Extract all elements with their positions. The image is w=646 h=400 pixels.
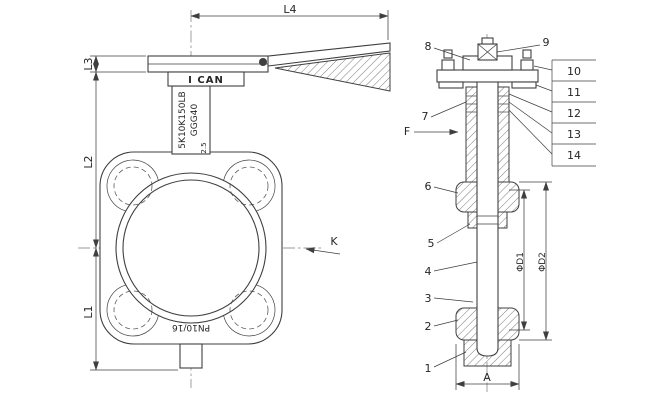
bolt-hole: [229, 166, 269, 206]
washer-right: [511, 81, 537, 89]
stem-tab: [481, 37, 494, 45]
lever-pivot: [259, 58, 267, 66]
dim-D1-label: ΦD1: [516, 252, 526, 272]
dim-L4-label: L4: [283, 3, 296, 16]
bolt-left: [441, 59, 455, 71]
callout-11: 11: [567, 86, 581, 99]
callout-10: 10: [567, 65, 581, 78]
valve-neck: 5K10K150LB GGG40 2.5: [171, 85, 211, 155]
top-assembly: [436, 37, 539, 89]
dim-L3-label: L3: [82, 57, 95, 70]
front-view: 5K10K150LB GGG40 2.5 PN10/16 I CAN L4: [78, 3, 391, 388]
callout-7: 7: [422, 110, 429, 123]
bolt-right-nut: [522, 49, 532, 59]
upper-tube-wall-right: [497, 86, 510, 183]
callout-9: 9: [543, 36, 550, 49]
dim-D2-label: ΦD2: [538, 252, 548, 272]
callout-12: 12: [567, 107, 581, 120]
washer-left: [438, 81, 464, 89]
dim-A-label: A: [483, 371, 491, 384]
callout-2: 2: [425, 320, 432, 333]
lever-grip: [274, 52, 391, 92]
bolt-hole: [113, 166, 153, 206]
bottom-boss: [179, 343, 203, 369]
callout-numbers: 8 9 7 6 5 4 3 2 1: [422, 36, 550, 375]
marking-material: GGG40: [190, 104, 200, 137]
gland-plate: [436, 69, 539, 83]
stem-shaft: [466, 61, 509, 357]
marking-pn: PN10/16: [172, 322, 210, 332]
marking-spec: 5K10K150LB: [178, 91, 188, 148]
valve-body: [99, 151, 283, 369]
lever-assembly: I CAN: [147, 42, 391, 92]
dim-L2-label: L2: [82, 155, 95, 168]
front-dimensions: L4 L3 L2 L1 K: [82, 3, 389, 371]
upper-tube-wall-left: [465, 86, 478, 183]
callout-5: 5: [428, 237, 435, 250]
bore-outer: [115, 172, 267, 324]
dim-F-label: F: [404, 125, 410, 138]
bolt-left-nut: [443, 49, 453, 59]
callout-13: 13: [567, 128, 581, 141]
bolt-hole: [229, 290, 269, 330]
dim-K-label: K: [330, 235, 338, 248]
nameplate: [167, 71, 245, 87]
callout-1: 1: [425, 362, 432, 375]
dim-L1-label: L1: [82, 305, 95, 318]
bolt-hole: [113, 290, 153, 330]
bore-inner: [122, 179, 260, 317]
section-dimensions: ΦD1 ΦD2 A F: [404, 125, 552, 390]
section-view: ΦD1 ΦD2 A F: [404, 34, 596, 392]
callout-6: 6: [425, 180, 432, 193]
parts-table: 10 11 12 13 14: [551, 59, 596, 167]
callout-3: 3: [425, 292, 432, 305]
callout-14: 14: [567, 149, 581, 162]
bolt-right: [520, 59, 534, 71]
marking-brand: I CAN: [188, 75, 224, 86]
callout-8: 8: [425, 40, 432, 53]
callout-4: 4: [425, 265, 432, 278]
marking-size: 2.5: [200, 142, 208, 153]
callout-leaders: [430, 44, 553, 368]
